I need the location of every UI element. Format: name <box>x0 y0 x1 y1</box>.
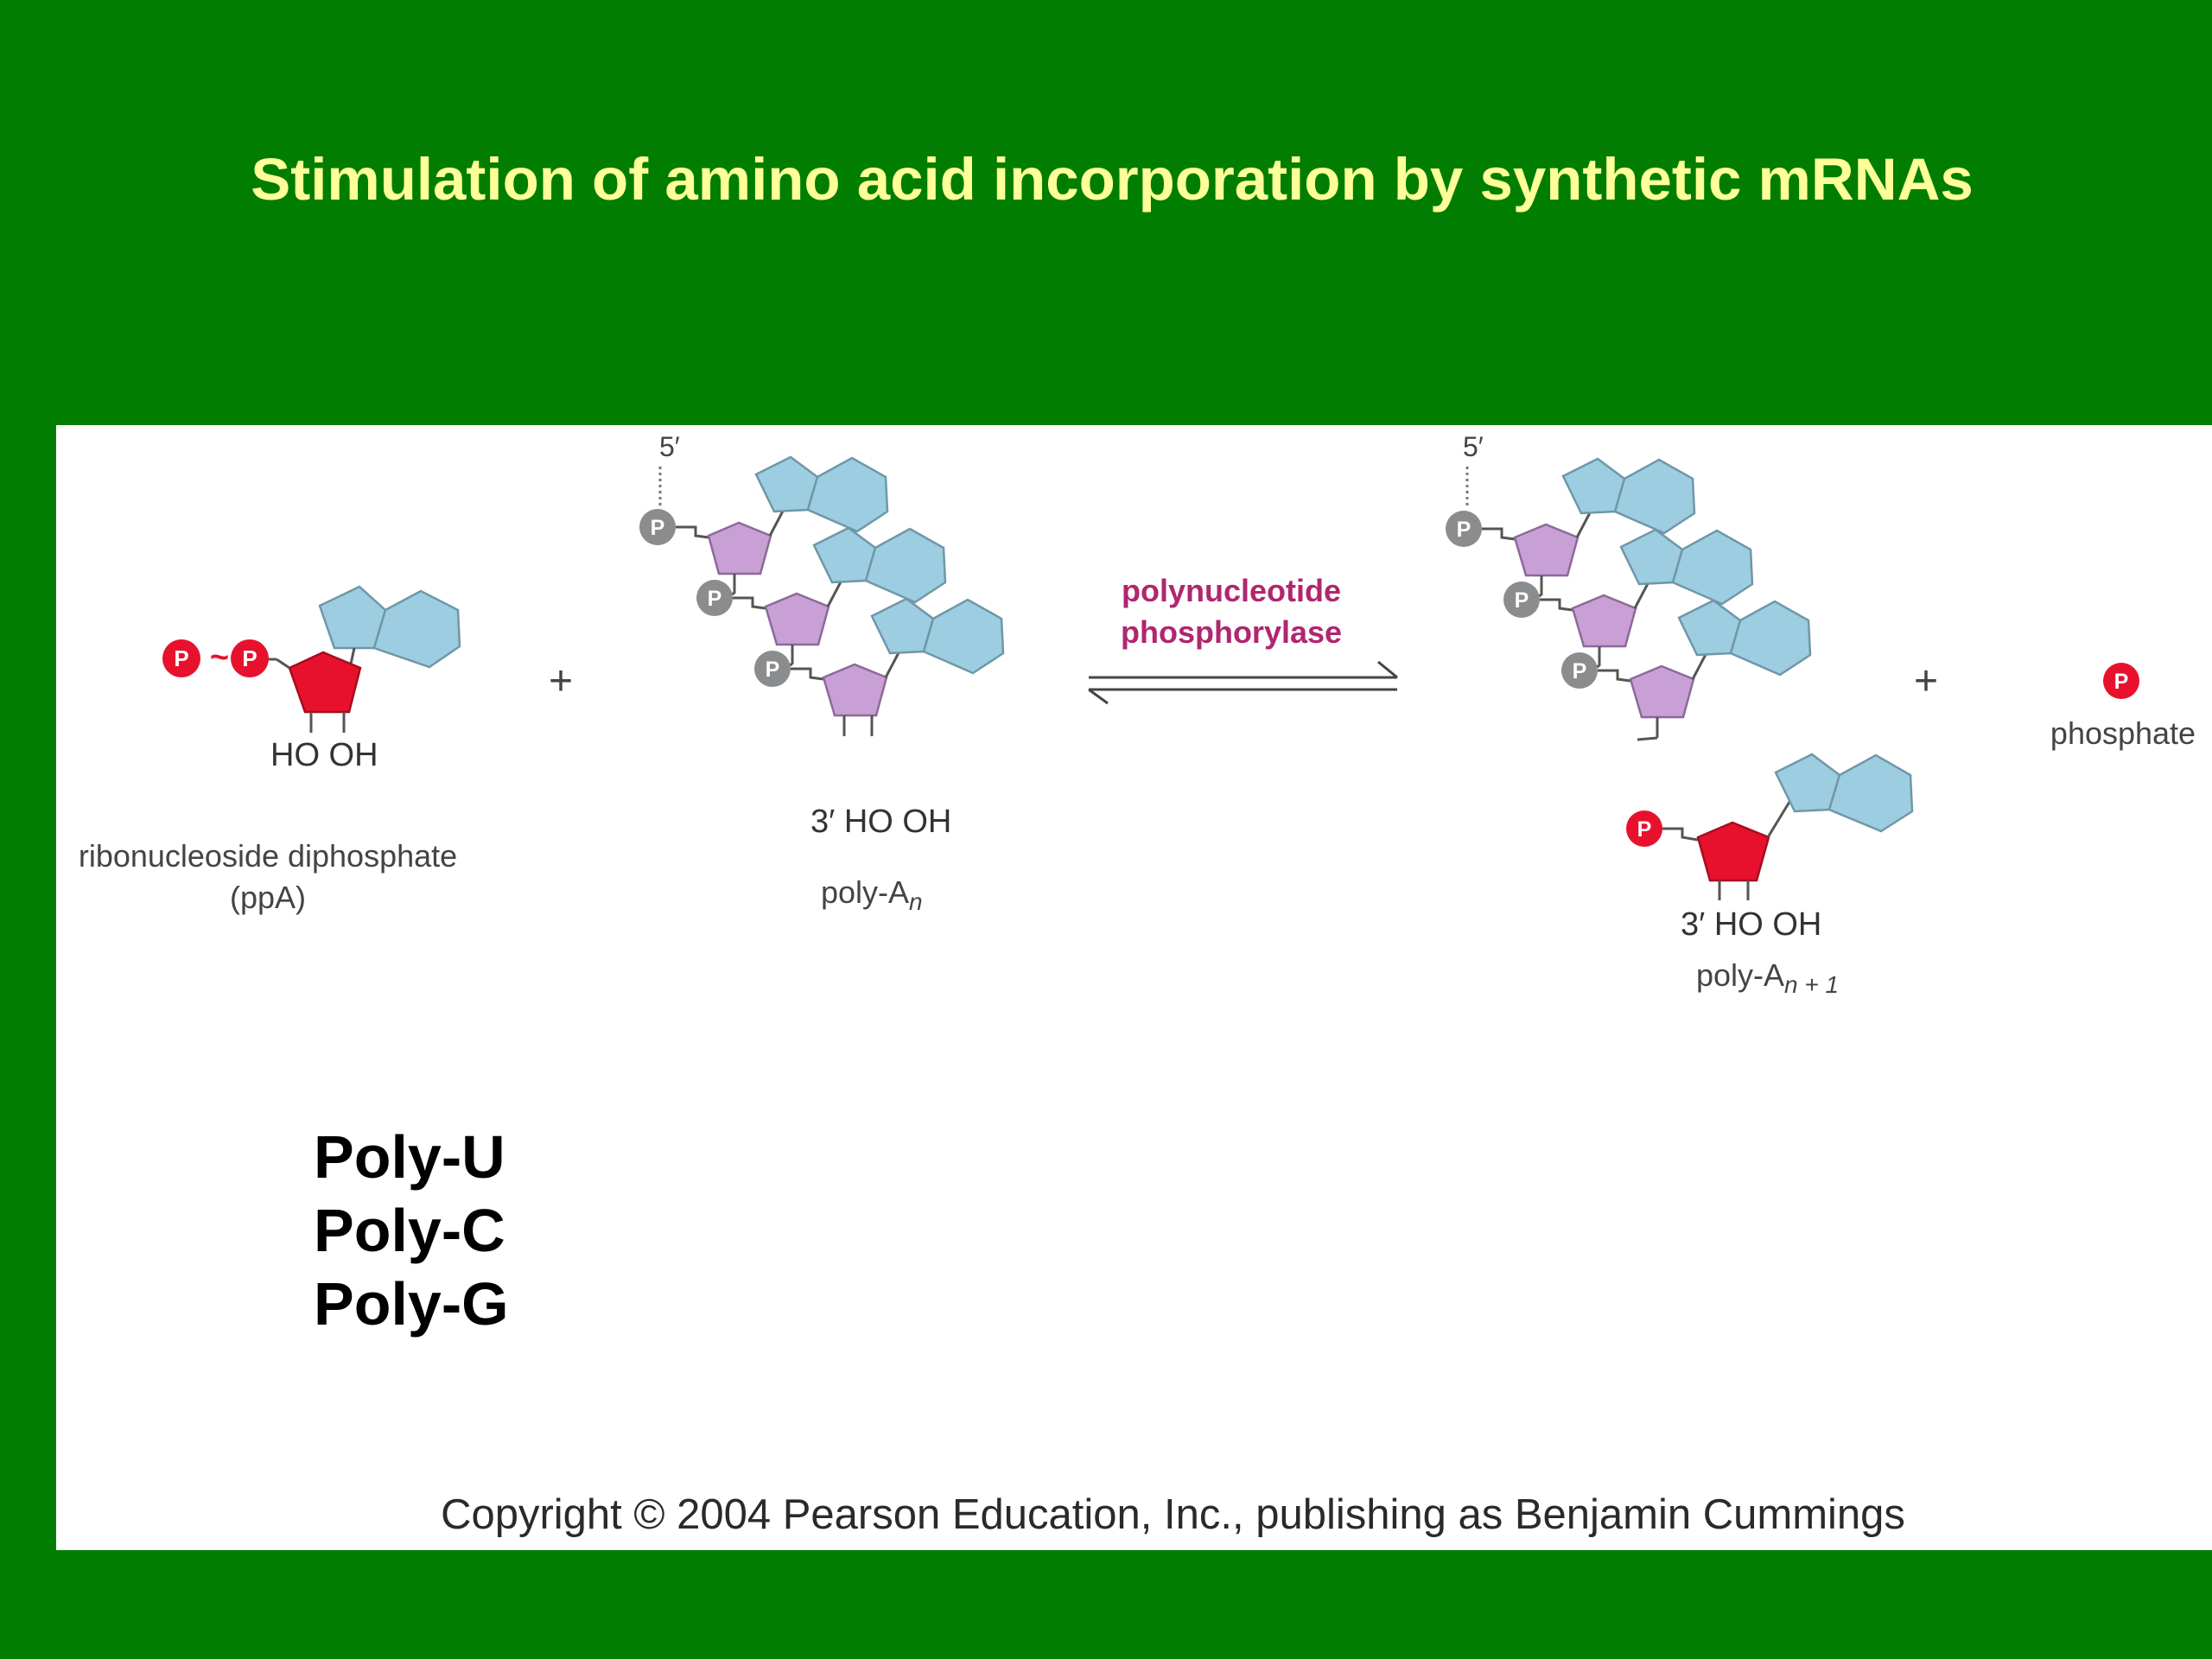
phosphate-label: phosphate <box>2050 715 2196 751</box>
svg-text:P: P <box>1457 518 1471 542</box>
svg-text:P: P <box>1637 817 1652 842</box>
svg-text:P: P <box>1515 588 1529 613</box>
ribose-sugar-icon <box>1696 821 1770 882</box>
enzyme-label-line1: polynucleotide <box>1122 573 1341 608</box>
phosphate-icon: P <box>754 651 791 687</box>
polyA-n1-chain: 5′ P P <box>1446 431 1914 998</box>
enzyme-label-line2: phosphorylase <box>1121 614 1342 650</box>
svg-text:P: P <box>708 587 722 611</box>
phosphate-product: P phosphate <box>2050 663 2196 751</box>
slide-title: Stimulation of amino acid incorporation … <box>251 146 1974 213</box>
five-prime-end: 5′ <box>659 431 680 462</box>
adenine-base-icon <box>754 455 889 533</box>
ppA-hydroxyls: HO OH <box>270 737 378 773</box>
phosphate-icon: P <box>1446 511 1482 547</box>
ribose-sugar-icon <box>1571 594 1637 648</box>
adenine-base-icon <box>1677 599 1812 677</box>
high-energy-bond: ~ <box>210 639 229 676</box>
list-item: Poly-U <box>314 1123 505 1191</box>
phosphate-icon: P <box>1503 582 1540 618</box>
adenine-base-icon <box>318 585 461 669</box>
ppA-label: ribonucleoside diphosphate <box>79 838 457 874</box>
synthetic-mrna-list: Poly-U Poly-C Poly-G <box>314 1121 509 1341</box>
phosphate-icon: P <box>231 639 269 677</box>
phosphate-icon: P <box>162 639 200 677</box>
svg-text:P: P <box>1573 659 1587 683</box>
phosphate-icon: P <box>2103 663 2139 699</box>
svg-text:P: P <box>2114 670 2129 694</box>
adenine-base-icon <box>1561 457 1696 535</box>
list-item: Poly-G <box>314 1270 509 1338</box>
svg-text:P: P <box>242 645 257 671</box>
ribose-sugar-icon <box>1629 664 1695 719</box>
adenine-base-icon <box>870 597 1005 675</box>
equilibrium-arrow-icon <box>1088 660 1398 705</box>
svg-text:P: P <box>651 516 665 540</box>
polyA-n-label: poly-An <box>821 874 923 915</box>
ppA-molecule: P ~ P HO OH ribonucleoside diphosphate (… <box>79 585 461 915</box>
ribose-sugar-icon <box>1513 523 1580 577</box>
adenine-base-icon <box>812 526 947 604</box>
plus-sign: + <box>549 658 573 704</box>
svg-text:P: P <box>174 645 188 671</box>
polyA-n-chain: 5′ P P <box>639 431 1005 915</box>
phosphate-icon: P <box>639 509 676 545</box>
phosphate-icon: P <box>1626 810 1662 847</box>
phosphate-icon: P <box>696 580 733 616</box>
five-prime-end: 5′ <box>1463 431 1484 462</box>
ribose-sugar-icon <box>288 651 362 714</box>
ribose-sugar-icon <box>707 521 772 575</box>
list-item: Poly-C <box>314 1197 505 1264</box>
polyA-n1-hydroxyls: 3′ HO OH <box>1681 906 1821 943</box>
polyA-n1-label: poly-An + 1 <box>1696 957 1839 998</box>
figure-panel: P ~ P HO OH ribonucleoside diphosphate (… <box>56 425 2212 1550</box>
svg-text:P: P <box>766 658 780 682</box>
phosphate-icon: P <box>1561 652 1598 689</box>
adenine-base-icon <box>1774 753 1914 833</box>
ribose-sugar-icon <box>822 663 888 717</box>
plus-sign: + <box>1914 658 1938 704</box>
ribose-sugar-icon <box>764 592 830 646</box>
reaction-diagram: P ~ P HO OH ribonucleoside diphosphate (… <box>79 431 2196 998</box>
polyA-n-hydroxyls: 3′ HO OH <box>810 804 951 840</box>
ppA-abbrev: (ppA) <box>230 880 306 915</box>
adenine-base-icon <box>1619 528 1754 606</box>
copyright-notice: Copyright © 2004 Pearson Education, Inc.… <box>441 1491 1905 1538</box>
